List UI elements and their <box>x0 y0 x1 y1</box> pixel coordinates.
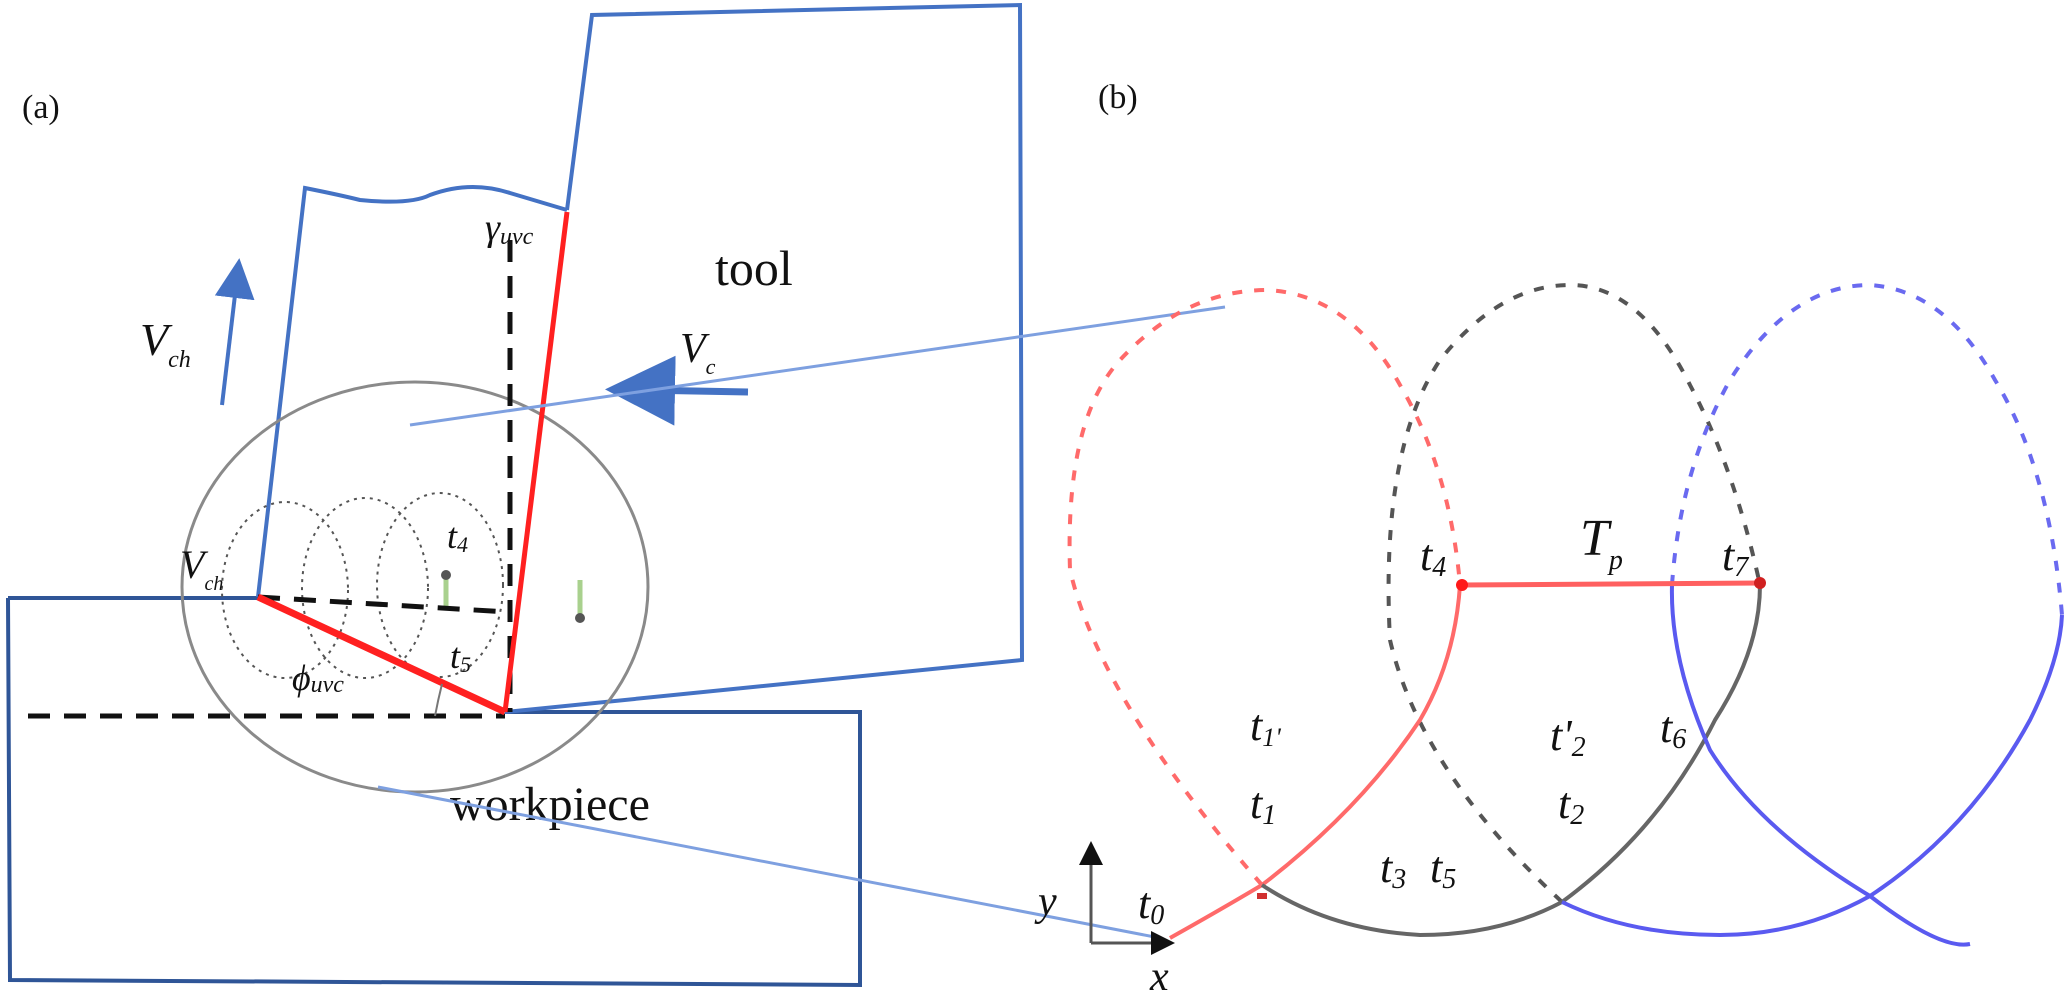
label-t0: t0 <box>1138 879 1164 931</box>
tool-label: tool <box>715 240 793 296</box>
panel-b: (b) y x Tp t0 t1 t1' t2 t'2 t3 t5 <box>1034 79 2064 999</box>
black-trajectory-solid <box>1260 584 1762 938</box>
zoom-connector-bottom <box>377 785 1161 940</box>
red-trajectory-dashed <box>1067 287 1462 887</box>
reference-dashed-lines <box>28 240 513 719</box>
panel-b-label: (b) <box>1098 79 1138 116</box>
tool-outline <box>504 2 1025 714</box>
black-trajectory-dashed <box>1386 282 1762 904</box>
blue-trajectory-solid-2 <box>1669 584 1971 947</box>
shear-plane-line <box>256 593 507 716</box>
rake-face-line <box>502 211 570 713</box>
panel-a-label: (a) <box>22 89 60 126</box>
green-arrow-down-head <box>575 613 585 623</box>
gamma-uvc-label: γuvc <box>485 207 534 250</box>
zoom-connector-top <box>409 305 1226 427</box>
t5-label-a: t5 <box>450 636 471 677</box>
label-t3: t3 <box>1380 843 1406 895</box>
workpiece-label: workpiece <box>450 778 650 831</box>
v-ch-arrow <box>214 258 255 406</box>
label-t4: t4 <box>1420 531 1446 583</box>
red-trajectory-solid <box>1169 584 1462 940</box>
zoom-region-ellipse <box>180 380 650 794</box>
label-t1-prime: t1' <box>1250 701 1281 752</box>
t1-intersection-marker <box>1257 893 1267 899</box>
phi-uvc-label: ϕuvc <box>292 658 344 698</box>
label-t7: t7 <box>1722 531 1749 583</box>
label-t1: t1 <box>1250 779 1276 831</box>
v-c-label: Vc <box>680 326 716 379</box>
period-line <box>1459 580 1763 588</box>
blue-trajectory-solid-1 <box>1561 614 2064 938</box>
t4-label-a: t4 <box>447 516 468 557</box>
panel-a: (a) workpiece tool <box>6 2 1226 988</box>
period-label: Tp <box>1580 510 1623 576</box>
chip-outline <box>256 185 568 598</box>
v-ch-small-label: Vch <box>180 542 223 595</box>
workpiece-outline <box>6 596 862 988</box>
x-axis-label: x <box>1149 954 1169 999</box>
label-t2-prime: t'2 <box>1550 711 1586 763</box>
label-t6: t6 <box>1660 703 1686 755</box>
shear-angle-arc <box>434 683 443 717</box>
label-t5: t5 <box>1430 843 1456 895</box>
y-axis-label: y <box>1034 879 1057 925</box>
t7-point <box>1754 577 1766 589</box>
green-arrow-up-head <box>441 570 451 580</box>
t4-point <box>1456 579 1468 591</box>
v-ch-label: Vch <box>140 314 191 373</box>
label-t2: t2 <box>1558 779 1584 831</box>
trajectory-dotted-circles <box>221 492 504 679</box>
